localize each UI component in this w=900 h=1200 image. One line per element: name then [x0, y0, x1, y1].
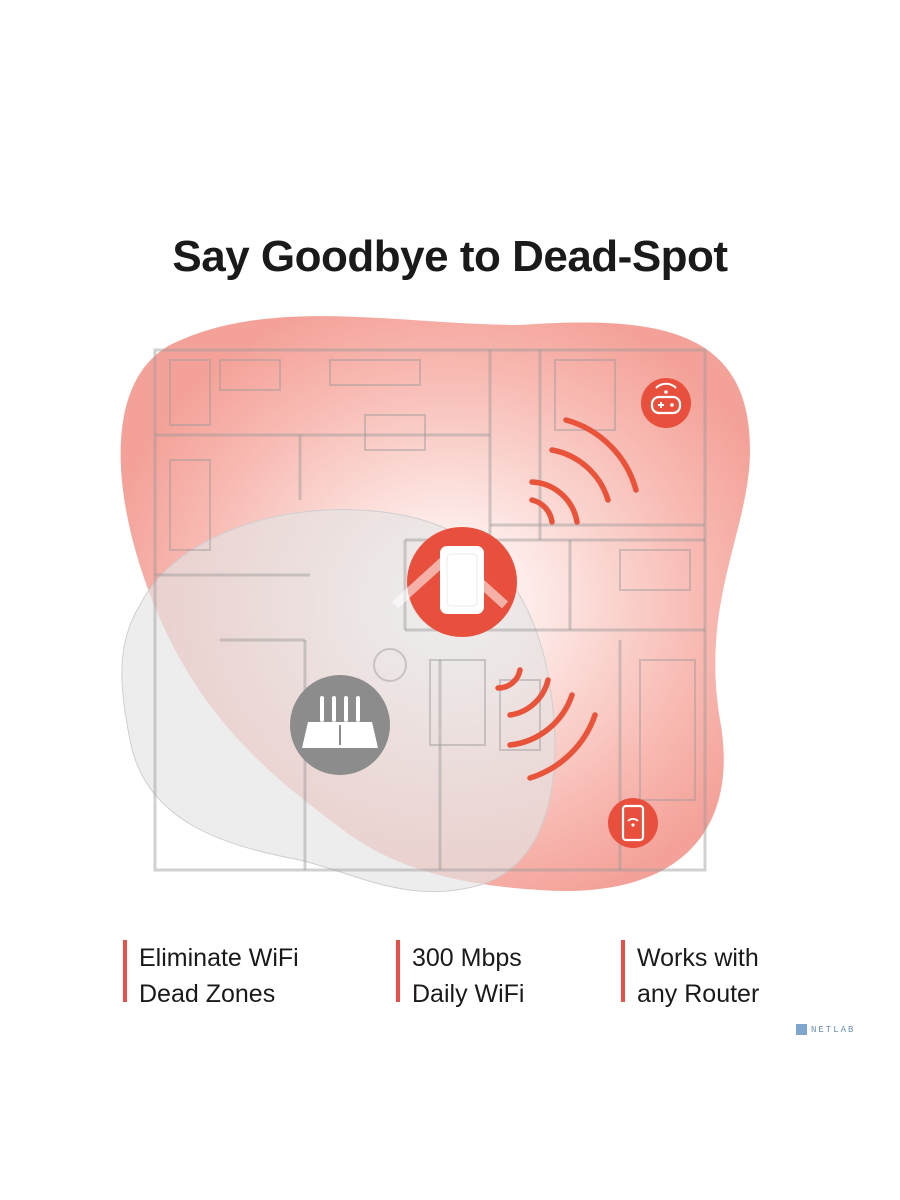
extender-icon [391, 527, 517, 637]
feature-line: 300 Mbps [412, 944, 522, 972]
feature-line: Works with [637, 944, 759, 972]
signal-waves-upper [529, 417, 639, 525]
signal-waves-lower [495, 667, 598, 781]
feature-compatibility: Works with any Router [621, 940, 759, 1008]
feature-speed: 300 Mbps Daily WiFi [396, 940, 525, 1008]
brand-name: NETLAB [811, 1024, 856, 1035]
feature-line: Eliminate WiFi [139, 944, 299, 972]
brand-logo-icon [796, 1024, 807, 1035]
gamepad-wifi-icon [641, 378, 691, 428]
feature-dead-zones: Eliminate WiFi Dead Zones [123, 940, 299, 1008]
page-title: Say Goodbye to Dead-Spot [172, 232, 728, 281]
router-icon [290, 675, 390, 775]
phone-wifi-icon [608, 798, 658, 848]
feature-line: any Router [637, 980, 760, 1008]
coverage-illustration [120, 316, 750, 893]
brand-watermark: NETLAB [796, 1024, 855, 1035]
feature-line: Daily WiFi [412, 980, 525, 1008]
feature-line: Dead Zones [139, 980, 276, 1008]
